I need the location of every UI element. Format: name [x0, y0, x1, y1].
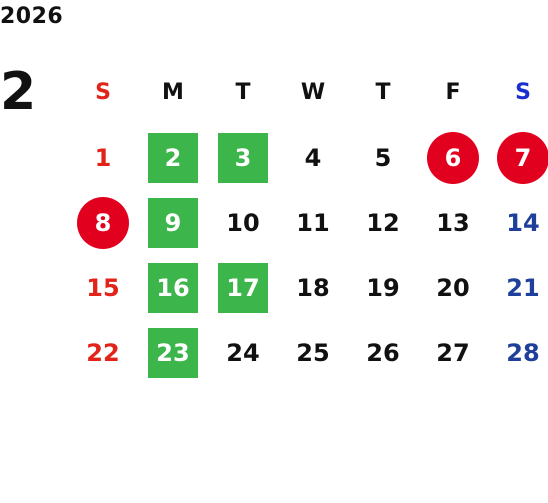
- day-number: 14: [506, 208, 540, 237]
- calendar-day-cell[interactable]: 10: [208, 190, 278, 255]
- calendar-day-cell[interactable]: 23: [138, 320, 208, 385]
- calendar-day-cell[interactable]: 11: [278, 190, 348, 255]
- calendar-day-cell[interactable]: 13: [418, 190, 488, 255]
- month-label: 2: [0, 62, 37, 122]
- calendar-day-cell[interactable]: 26: [348, 320, 418, 385]
- calendar-day-cell[interactable]: 12: [348, 190, 418, 255]
- day-number: 27: [436, 338, 470, 367]
- day-number: 12: [366, 208, 400, 237]
- day-number: 7: [497, 131, 548, 184]
- weekday-header-sun: S: [95, 80, 111, 105]
- calendar-day-cell[interactable]: 22: [68, 320, 138, 385]
- calendar-day-cell[interactable]: 4: [278, 125, 348, 190]
- day-number: 11: [296, 208, 330, 237]
- calendar-day-cell[interactable]: 27: [418, 320, 488, 385]
- calendar-day-cell[interactable]: 21: [488, 255, 548, 320]
- weekday-header-fri: F: [445, 80, 461, 105]
- day-number: 20: [436, 273, 470, 302]
- calendar-day-cell[interactable]: 17: [208, 255, 278, 320]
- day-number: 21: [506, 273, 540, 302]
- day-number: 16: [148, 262, 198, 313]
- day-number: 10: [226, 208, 260, 237]
- calendar-day-cell[interactable]: 28: [488, 320, 548, 385]
- year-label: 2026: [0, 4, 64, 29]
- calendar-day-cell[interactable]: 2: [138, 125, 208, 190]
- calendar-day-cell[interactable]: 14: [488, 190, 548, 255]
- calendar-day-cell[interactable]: 3: [208, 125, 278, 190]
- day-number: 25: [296, 338, 330, 367]
- day-number: 19: [366, 273, 400, 302]
- calendar-day-cell[interactable]: 5: [348, 125, 418, 190]
- day-number: 24: [226, 338, 260, 367]
- weekday-header-thu: T: [375, 80, 391, 105]
- calendar-day-cell[interactable]: 18: [278, 255, 348, 320]
- day-number: 1: [94, 143, 112, 172]
- calendar-day-cell[interactable]: 1: [68, 125, 138, 190]
- day-number: 23: [148, 327, 198, 378]
- day-number: 17: [218, 262, 268, 313]
- day-number: 26: [366, 338, 400, 367]
- day-number: 13: [436, 208, 470, 237]
- calendar-day-cell[interactable]: 25: [278, 320, 348, 385]
- day-number: 3: [218, 132, 268, 183]
- weekday-header-wed: W: [300, 80, 326, 105]
- calendar-day-cell[interactable]: 6: [418, 125, 488, 190]
- day-number: 4: [304, 143, 322, 172]
- calendar-day-cell[interactable]: 16: [138, 255, 208, 320]
- day-number: 2: [148, 132, 198, 183]
- day-number: 8: [77, 196, 129, 249]
- calendar-day-cell[interactable]: 15: [68, 255, 138, 320]
- weekday-header-tue: T: [235, 80, 251, 105]
- day-number: 5: [374, 143, 392, 172]
- calendar-day-cell[interactable]: 9: [138, 190, 208, 255]
- calendar-day-cell[interactable]: 19: [348, 255, 418, 320]
- day-number: 18: [296, 273, 330, 302]
- calendar-day-cell[interactable]: 24: [208, 320, 278, 385]
- day-number: 28: [506, 338, 540, 367]
- calendar-day-cell[interactable]: 8: [68, 190, 138, 255]
- weekday-header-mon: M: [162, 80, 184, 105]
- weekday-header-sat: S: [515, 80, 531, 105]
- day-number: 6: [427, 131, 479, 184]
- calendar-day-cell[interactable]: 7: [488, 125, 548, 190]
- day-number: 15: [86, 273, 120, 302]
- calendar-day-cell[interactable]: 20: [418, 255, 488, 320]
- day-number: 22: [86, 338, 120, 367]
- day-number: 9: [148, 197, 198, 248]
